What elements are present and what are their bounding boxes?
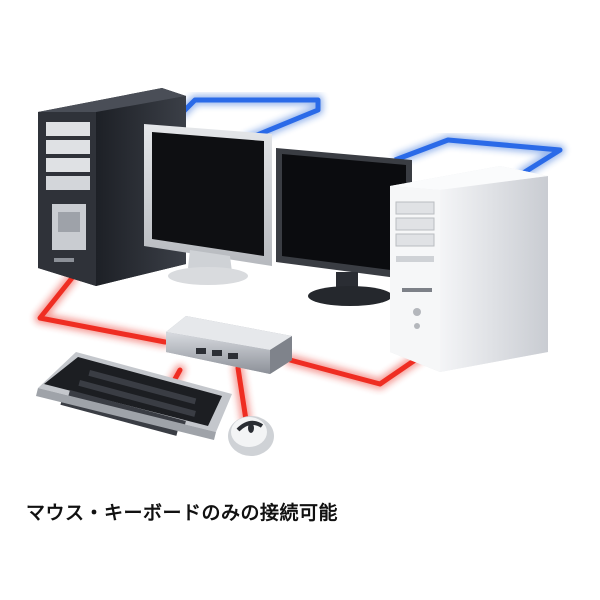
monitor-icon — [144, 124, 272, 285]
blue-cable — [176, 95, 565, 180]
white-tower-pc-icon — [390, 166, 548, 372]
kvm-switch-icon — [166, 316, 292, 374]
mouse-icon — [228, 416, 274, 456]
dark-tower-pc-icon — [38, 88, 186, 286]
keyboard-icon — [36, 352, 232, 440]
monitor-icon — [276, 148, 412, 306]
caption-text: マウス・キーボードのみの接続可能 — [26, 502, 339, 524]
red-cable — [34, 272, 424, 426]
